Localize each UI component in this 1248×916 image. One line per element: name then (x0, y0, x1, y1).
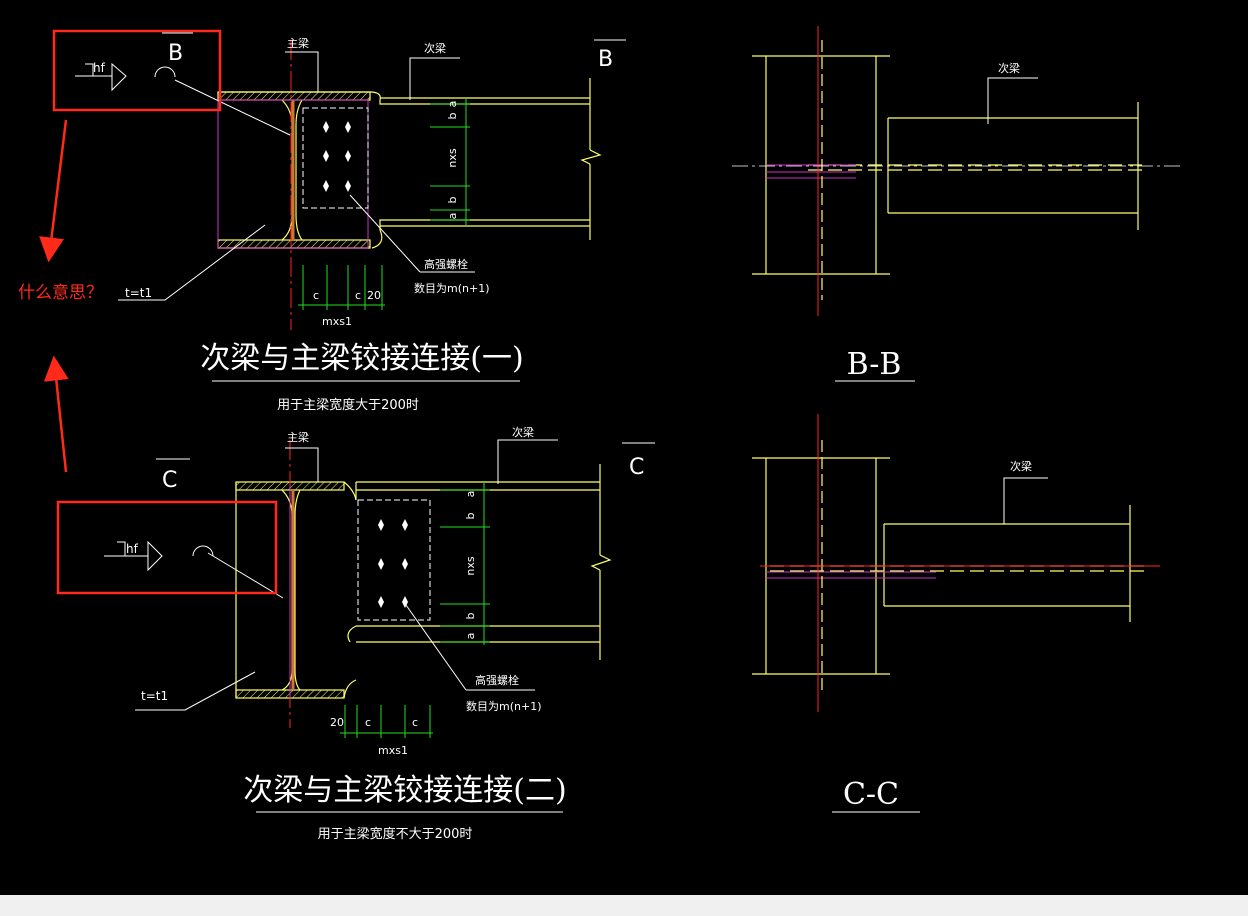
dim-b2-1: b (446, 196, 459, 203)
section-mark-c-left: C (162, 468, 177, 493)
dimension-horizontal-1 (298, 265, 385, 310)
dim-b1-1: b (446, 112, 459, 119)
section-mark-c-right: C (629, 455, 644, 480)
highlight-box-top (52, 29, 222, 112)
dim-mxs1-2: mxs1 (378, 744, 408, 757)
dimension-vertical-2 (440, 482, 490, 645)
detail-1-title: 次梁与主梁铰接连接(一) (200, 341, 523, 376)
dim-c1-2: c (365, 716, 371, 729)
detail-2: a b nxs b a 20 c c mxs1 主梁 次梁 t=t1 高强螺栓 … (104, 425, 655, 842)
arrow-from-bottom-box (43, 355, 69, 473)
bolt-count-1: 数目为m(n+1) (414, 282, 490, 295)
main-beam-label-2: 主梁 (287, 430, 309, 444)
dim-a-2: a (464, 491, 477, 498)
shear-plate-2 (357, 499, 431, 621)
dimension-horizontal-2 (340, 705, 433, 738)
secondary-beam-1 (369, 78, 602, 249)
highlight-box-bottom (56, 500, 278, 595)
detail-1-subtitle: 用于主梁宽度大于200时 (277, 397, 419, 413)
main-beam-section-1 (217, 91, 371, 249)
section-cc: 次梁 C-C (752, 414, 1160, 813)
weld-symbol-1 (75, 62, 176, 92)
dim-c2-1: c (355, 289, 361, 302)
annotation-markup: 什么意思？ (18, 29, 278, 595)
detail-1: a b nxs b a c c 20 mxs1 主梁 次梁 t=t1 高强螺栓 … (75, 32, 626, 413)
bolt-label-1: 高强螺栓 (424, 257, 468, 271)
dim-a2-2: a (464, 633, 477, 640)
dim-nxs-1: nxs (446, 148, 459, 167)
dim-a2-1: a (446, 213, 459, 220)
main-beam-section-2 (235, 481, 357, 699)
plate-label-2: t=t1 (141, 689, 168, 703)
leaders-1 (118, 51, 475, 301)
plate-label-1: t=t1 (125, 286, 152, 300)
section-mark-b-left: B (168, 41, 183, 66)
bolt-label-2: 高强螺栓 (475, 673, 519, 687)
weld-symbol-2 (104, 540, 214, 572)
bolt-group-2 (378, 519, 408, 608)
bolt-count-2: 数目为m(n+1) (466, 700, 542, 713)
arrow-up-to-top-box (39, 119, 68, 263)
question-annotation: 什么意思？ (18, 283, 103, 303)
secondary-beam-label-1: 次梁 (424, 41, 446, 55)
dim-20-2: 20 (330, 716, 344, 729)
dim-20-1: 20 (367, 289, 381, 302)
dim-nxs-2: nxs (464, 556, 477, 575)
weld-hf-2: hf (126, 542, 139, 556)
section-mark-b-right: B (598, 47, 613, 72)
section-cc-title: C-C (843, 777, 899, 812)
dim-c2-2: c (412, 716, 418, 729)
main-beam-label-1: 主梁 (287, 36, 309, 50)
leaders-2 (135, 439, 558, 711)
weld-hf-1: hf (93, 61, 106, 75)
bolt-group-1 (323, 121, 351, 192)
cad-drawing: a b nxs b a c c 20 mxs1 主梁 次梁 t=t1 高强螺栓 … (18, 26, 1180, 842)
secondary-beam-2 (347, 464, 612, 660)
secondary-beam-label-2: 次梁 (512, 425, 534, 439)
dim-c1-1: c (313, 289, 319, 302)
dimension-vertical-1 (430, 98, 470, 225)
dim-b1-2: b (464, 512, 477, 519)
dim-mxs1-1: mxs1 (322, 315, 352, 328)
dim-a-1: a (446, 101, 459, 108)
status-bar (0, 895, 1248, 916)
section-bb: 次梁 B-B (732, 26, 1180, 382)
section-bb-label: 次梁 (998, 61, 1020, 75)
detail-2-subtitle: 用于主梁宽度不大于200时 (318, 826, 473, 842)
shear-plate-1 (302, 107, 369, 209)
detail-2-title: 次梁与主梁铰接连接(二) (243, 773, 566, 808)
section-bb-title: B-B (847, 347, 902, 382)
dim-b2-2: b (464, 612, 477, 619)
section-cc-label: 次梁 (1010, 459, 1032, 473)
